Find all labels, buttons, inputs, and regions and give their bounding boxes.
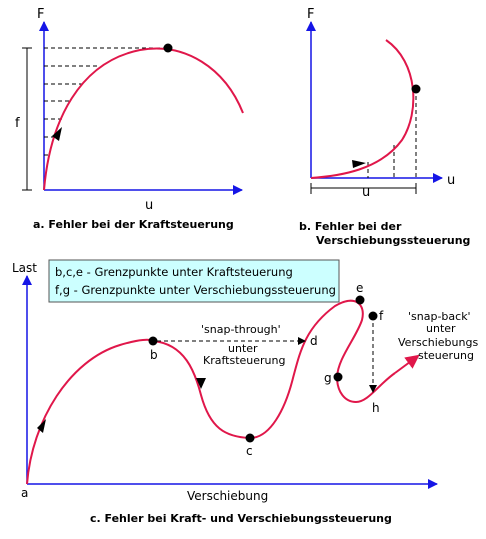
panel-c-label-f: f: [379, 309, 384, 323]
panel-c-label-a: a: [21, 486, 28, 500]
svg-text:unter: unter: [426, 322, 456, 335]
panel-b-direction-arrow: [352, 160, 366, 168]
panel-c-point-e: [355, 295, 365, 305]
panel-c-snap-through-note: 'snap-through' unter Kraftsteuerung: [201, 323, 285, 367]
panel-c-y-label: Last: [12, 261, 37, 275]
panel-c-point-g: [333, 372, 343, 382]
svg-text:Kraftsteuerung: Kraftsteuerung: [203, 354, 285, 367]
panel-a-limit-point: [163, 43, 173, 53]
panel-c-label-e: e: [356, 281, 363, 295]
panel-c-label-g: g: [324, 371, 332, 385]
panel-c-snap-back-arrow: [394, 354, 420, 374]
panel-c: Last Verschiebung b,c,e - Grenzpunkte un…: [12, 259, 478, 525]
panel-c-direction-arrow-2: [196, 378, 206, 389]
svg-text:'snap-through': 'snap-through': [201, 323, 281, 336]
panel-a: F u f a. Fehler bei der Kraftsteuerung: [15, 7, 244, 231]
panel-a-y-label: F: [37, 7, 44, 22]
panel-c-snap-back-note: 'snap-back' unter Verschiebungs steuerun…: [398, 310, 478, 362]
panel-a-load-curve: [43, 47, 244, 191]
panel-c-label-b: b: [150, 348, 158, 362]
panel-c-point-c: [245, 433, 255, 443]
panel-b-u-label: u: [362, 185, 370, 200]
panel-c-x-label: Verschiebung: [187, 489, 268, 503]
panel-c-legend-line2: f,g - Grenzpunkte unter Verschiebungsste…: [55, 283, 336, 297]
panel-a-caption: a. Fehler bei der Kraftsteuerung: [33, 218, 234, 231]
panel-a-x-label: u: [145, 198, 153, 213]
panel-c-label-d: d: [310, 334, 318, 348]
panel-c-point-f: [368, 311, 378, 321]
panel-b-limit-point: [411, 84, 421, 94]
panel-c-legend-line1: b,c,e - Grenzpunkte unter Kraftsteuerung: [55, 265, 293, 279]
panel-c-caption: c. Fehler bei Kraft- und Verschiebungsst…: [90, 512, 392, 525]
panel-c-point-b: [148, 336, 158, 346]
panel-b: F u u b. Fehler bei der Verschiebungsste…: [299, 7, 470, 247]
svg-text:Verschiebungs: Verschiebungs: [398, 336, 478, 349]
panel-b-caption-line2: Verschiebungssteuerung: [316, 234, 470, 247]
panel-c-legend-box: [48, 259, 340, 303]
panel-c-label-c: c: [246, 444, 253, 458]
svg-text:steuerung: steuerung: [418, 349, 474, 362]
panel-c-label-h: h: [372, 401, 380, 415]
panel-a-f-label: f: [15, 116, 20, 131]
panel-b-load-curve: [310, 39, 415, 179]
panel-b-x-label: u: [447, 173, 455, 188]
svg-text:'snap-back': 'snap-back': [408, 310, 471, 323]
panel-a-direction-arrow: [52, 127, 62, 141]
panel-b-caption-line1: b. Fehler bei der: [299, 220, 402, 233]
svg-text:unter: unter: [228, 342, 258, 355]
panel-b-displacement-steps: [367, 89, 417, 178]
panel-b-y-label: F: [307, 7, 314, 22]
panel-c-direction-arrow-1: [37, 419, 46, 433]
